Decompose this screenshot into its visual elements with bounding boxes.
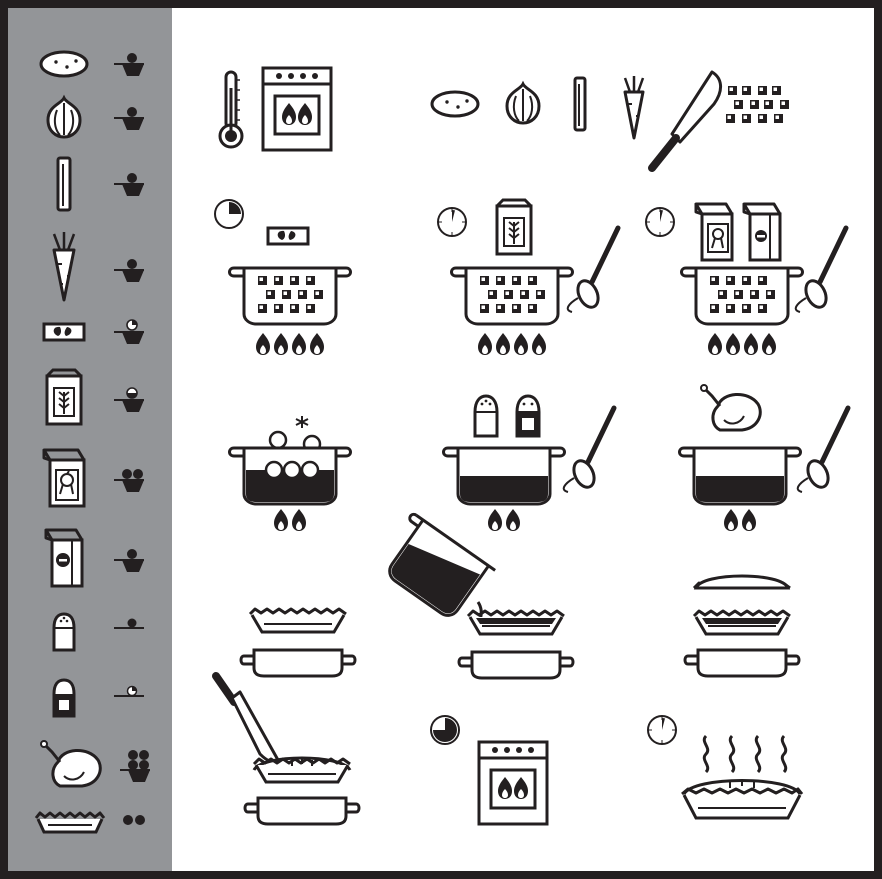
- quantity-measure-pinch-quarter-icon: [114, 685, 144, 697]
- pie-icon: [681, 779, 804, 820]
- quantity-measure-pinch-icon: [114, 618, 144, 629]
- step-pour-filling: [388, 512, 575, 680]
- herb-cube-icon: [266, 226, 310, 246]
- baking-dish-icon: [683, 648, 801, 678]
- step-season: [442, 394, 615, 531]
- steam-icon: [702, 734, 788, 774]
- ingredient-flour-bag-icon: [45, 368, 83, 426]
- pie-crust-icon: [248, 607, 348, 634]
- flame-icon: [708, 333, 776, 355]
- salt-shaker-icon: [473, 394, 499, 438]
- carrot-icon: [623, 76, 645, 140]
- step-cut-slits: [212, 672, 361, 826]
- pot-icon: [228, 446, 352, 506]
- step-bring-to-boil: [228, 416, 352, 531]
- step-cool: [647, 715, 804, 820]
- ingredient-pie-crust-icon: [34, 811, 106, 834]
- step-cover-with-top-crust: [683, 574, 801, 678]
- recipe-steps: [212, 8, 874, 826]
- flour-bag-icon: [495, 198, 533, 256]
- ingredients-sidebar: [8, 8, 172, 871]
- pot-icon: [680, 266, 804, 326]
- quantity-measure-heaped-icon: [114, 549, 144, 572]
- quantity-measure-quarter-icon: [114, 319, 144, 344]
- onion-icon: [505, 80, 541, 125]
- ingredient-pepper-shaker-icon: [52, 678, 76, 718]
- ingredient-herb-cube-icon: [42, 322, 86, 342]
- ingredient-milk-carton-icon: [44, 528, 84, 588]
- pie-icon: [252, 756, 352, 784]
- flame-icon: [724, 509, 756, 531]
- pouring-pot-icon: [388, 512, 496, 617]
- ingredient-onion-icon: [46, 94, 82, 139]
- quantity-measure-heaped-icon: [114, 53, 144, 76]
- baking-dish-icon: [239, 648, 357, 678]
- celery-stick-icon: [573, 76, 587, 132]
- baking-dish-icon: [457, 650, 575, 680]
- timer-icon: [647, 715, 677, 745]
- spoon-icon: [564, 408, 614, 492]
- timer-icon: [430, 715, 460, 745]
- pot-icon: [228, 266, 352, 326]
- quantity-measure-heaped-icon: [114, 107, 144, 130]
- ingredient-salt-shaker-icon: [52, 612, 76, 652]
- quantity-measure-four-icon: [120, 750, 150, 782]
- pie-crust-icon: [466, 609, 566, 636]
- timer-icon: [645, 207, 675, 237]
- quantity-two-dots-icon: [123, 815, 145, 825]
- step-crust-in-dish: [239, 607, 357, 678]
- knife-icon: [648, 70, 722, 172]
- timer-icon: [437, 207, 467, 237]
- pie-crust-top-icon: [692, 574, 791, 590]
- chicken-stock-carton-icon: [694, 202, 734, 262]
- timer-icon: [214, 199, 244, 229]
- step-add-chicken: [678, 384, 849, 531]
- quantity-measure-double-icon: [114, 469, 144, 492]
- thermometer-icon: [218, 70, 244, 149]
- step-chop-vegetables: [430, 70, 789, 172]
- oven-icon: [263, 68, 331, 150]
- pot-icon: [678, 446, 802, 506]
- ingredient-potato-icon: [39, 50, 89, 78]
- ingredient-carrot-icon: [52, 232, 76, 302]
- flame-icon: [478, 333, 546, 355]
- quantity-measure-half-icon: [114, 387, 144, 412]
- spoon-icon: [798, 408, 848, 492]
- chicken-icon: [700, 384, 762, 432]
- knife-icon: [212, 672, 280, 764]
- spoon-icon: [568, 228, 618, 312]
- flame-icon: [274, 509, 306, 531]
- pie-crust-icon: [692, 609, 792, 636]
- step-preheat-oven: [218, 68, 331, 150]
- step-cook-with-herb-cube: [214, 199, 352, 355]
- ingredient-chicken-stock-carton-icon: [42, 448, 86, 508]
- quantity-measure-heaped-icon: [114, 173, 144, 196]
- pot-icon: [450, 266, 574, 326]
- baking-dish-icon: [243, 796, 361, 826]
- step-add-stock-and-milk: [645, 202, 846, 355]
- pepper-shaker-icon: [515, 394, 541, 438]
- pot-icon: [442, 446, 566, 506]
- flame-icon: [488, 509, 520, 531]
- flame-icon: [256, 333, 324, 355]
- quantity-measure-heaped-icon: [114, 259, 144, 282]
- diced-pieces-icon: [726, 86, 789, 123]
- ingredient-celery-stick-icon: [56, 156, 72, 212]
- milk-carton-icon: [742, 202, 782, 262]
- potato-icon: [430, 90, 480, 118]
- step-stir-in-flour: [437, 198, 618, 355]
- step-bake: [430, 715, 547, 824]
- ingredient-chicken-icon: [40, 740, 102, 788]
- oven-icon: [479, 742, 547, 824]
